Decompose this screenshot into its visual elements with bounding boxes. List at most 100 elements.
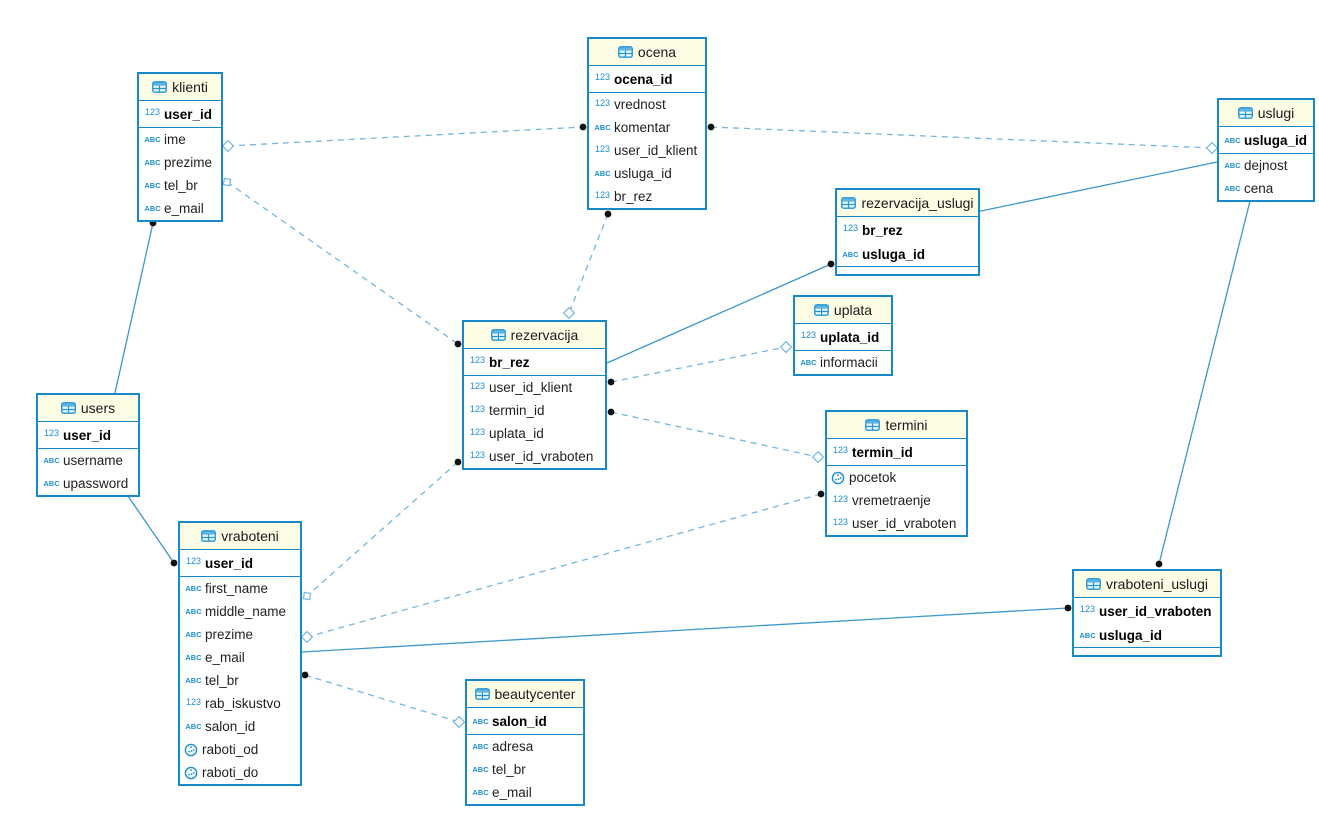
relationship-diamond-marker — [811, 450, 825, 464]
relationship-line-users-vraboteni[interactable] — [127, 495, 175, 564]
field-row-raboti_od[interactable]: raboti_od — [180, 738, 300, 761]
table-header-uslugi[interactable]: uslugi — [1219, 100, 1313, 127]
field-name: user_id — [164, 106, 213, 122]
table-header-rezervacija[interactable]: rezervacija — [464, 322, 605, 349]
time-type-icon — [831, 471, 845, 484]
text-type-icon: ABC — [800, 358, 817, 367]
table-header-termini[interactable]: termini — [827, 412, 966, 439]
table-header-ocena[interactable]: ocena — [589, 39, 705, 66]
table-header-klienti[interactable]: klienti — [139, 74, 221, 101]
relationship-line-rezervacija-uplata[interactable] — [610, 346, 787, 383]
relationship-dot-marker — [604, 210, 612, 218]
field-row-pocetok[interactable]: pocetok — [827, 466, 966, 489]
table-header-vraboteni_uslugi[interactable]: vraboteni_uslugi — [1074, 571, 1220, 598]
table-header-vraboteni[interactable]: vraboteni — [180, 523, 300, 550]
relationship-line-klienti-users[interactable] — [114, 222, 154, 394]
text-type-icon: ABC — [185, 722, 202, 731]
table-header-users[interactable]: users — [38, 395, 138, 422]
table-header-beautycenter[interactable]: beautycenter — [467, 681, 583, 708]
table-header-uplata[interactable]: uplata — [795, 297, 891, 324]
relationship-line-ocena-uslugi[interactable] — [710, 126, 1213, 149]
field-row-raboti_do[interactable]: raboti_do — [180, 761, 300, 784]
relationship-line-ocena-rezervacija[interactable] — [568, 213, 609, 314]
text-type-icon: ABC — [842, 250, 859, 259]
relationship-line-termini-vraboteni[interactable] — [306, 493, 822, 638]
field-name: rab_iskustvo — [205, 696, 281, 711]
relationship-line-rezervacija-vraboteni[interactable] — [306, 461, 459, 597]
relationship-square-marker — [222, 177, 232, 187]
int-type-icon: 123 — [594, 189, 611, 200]
table-name: uplata — [833, 302, 873, 318]
field-name: first_name — [205, 581, 269, 596]
relationship-line-uslugi-vraboteni_uslugi[interactable] — [1158, 200, 1251, 565]
relationship-line-vraboteni-vraboteni_uslugi[interactable] — [301, 607, 1069, 653]
int-type-icon: 123 — [469, 380, 486, 391]
field-name: tel_br — [164, 178, 198, 193]
text-type-icon: ABC — [43, 479, 60, 488]
relationship-line-rezervacija_uslugi-rezervacija[interactable] — [606, 263, 832, 364]
table-name: vraboteni_uslugi — [1106, 576, 1208, 592]
table-icon — [60, 402, 76, 414]
relationship-line-rezervacija-termini[interactable] — [610, 411, 819, 458]
relationship-line-klienti-rezervacija[interactable] — [226, 181, 459, 345]
relationship-line-klienti-ocena[interactable] — [227, 126, 584, 147]
relationship-line-vraboteni-beautycenter[interactable] — [304, 674, 460, 723]
relationship-line-uslugi-rezervacija_uslugi[interactable] — [975, 161, 1218, 213]
table-header-rezervacija_uslugi[interactable]: rezervacija_uslugi — [837, 190, 978, 217]
